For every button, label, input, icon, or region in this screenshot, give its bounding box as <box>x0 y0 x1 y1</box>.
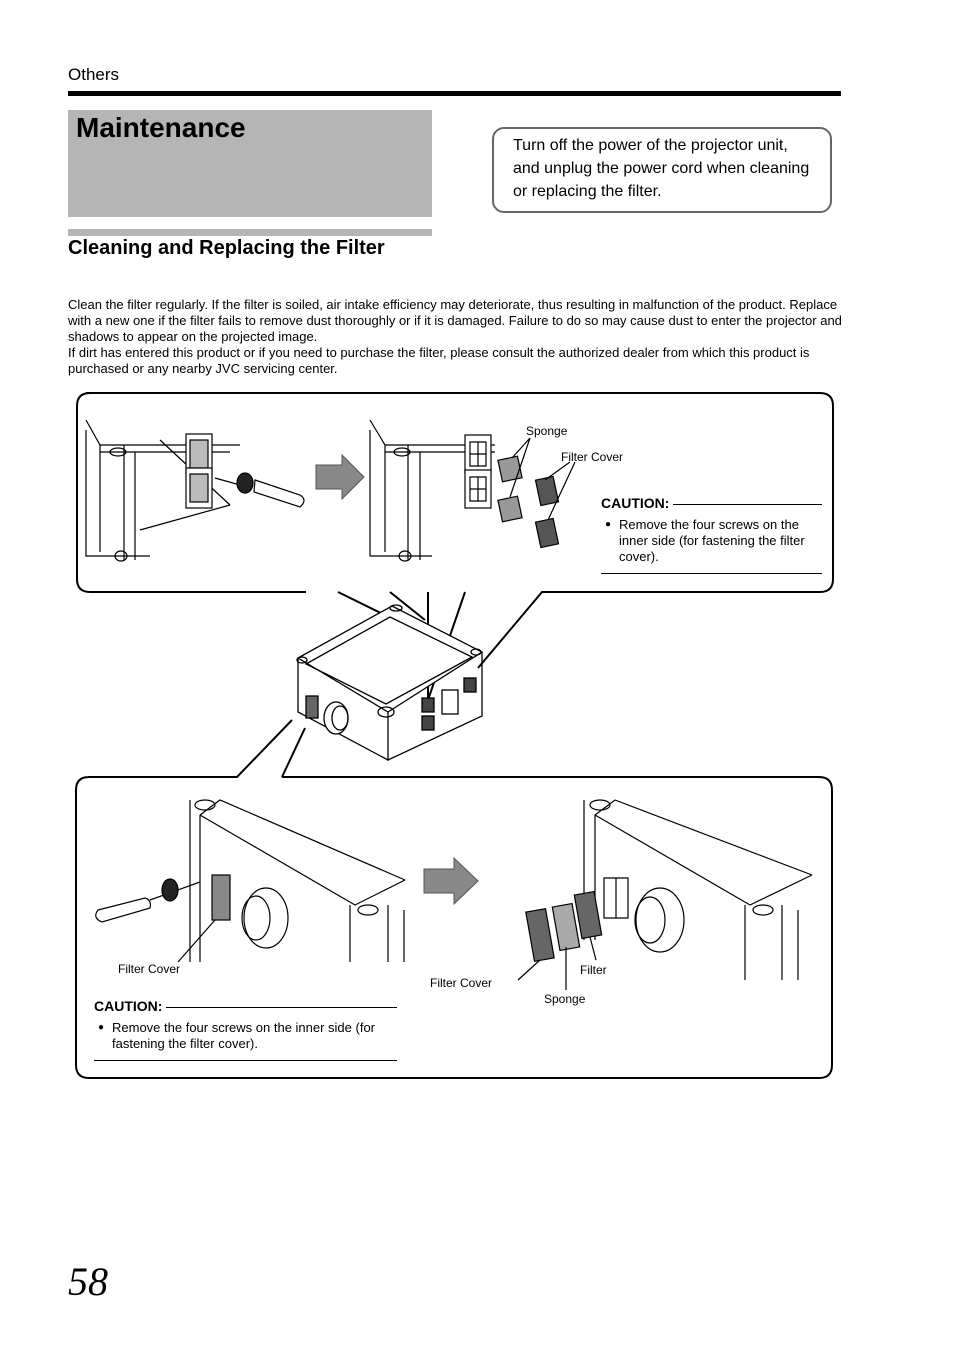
step-arrow <box>423 856 479 906</box>
label-filter-cover: Filter Cover <box>561 450 624 464</box>
subheading-bar <box>68 229 432 236</box>
label-filter: Filter <box>580 963 607 977</box>
caution-heading: CAUTION: <box>94 998 397 1014</box>
upper-middle-drawing <box>369 419 576 562</box>
intro-text: Clean the filter regularly. If the filte… <box>68 297 843 377</box>
lower-callout-frame <box>75 719 833 1079</box>
label-filter-cover: Filter Cover <box>430 976 493 990</box>
title-block: Maintenance <box>68 110 432 217</box>
label-sponge: Sponge <box>544 992 586 1006</box>
intro-paragraph: If dirt has entered this product or if y… <box>68 345 810 376</box>
power-off-notice: Turn off the power of the projector unit… <box>492 127 832 213</box>
lower-left-drawing <box>95 799 406 963</box>
caution-rule <box>601 573 822 574</box>
lower-right-drawing <box>517 799 813 990</box>
caution-upper: CAUTION: Remove the four screws on the i… <box>601 495 822 574</box>
projector-body-drawing <box>296 604 484 762</box>
step-arrow <box>315 453 365 501</box>
page-number: 58 <box>68 1259 108 1304</box>
section-label: Others <box>68 65 120 84</box>
caution-lower: CAUTION: Remove the four screws on the i… <box>94 998 397 1061</box>
label-filter-cover: Filter Cover <box>118 962 181 976</box>
subheading: Cleaning and Replacing the Filter <box>68 237 385 259</box>
header-rule <box>68 91 841 96</box>
caution-heading: CAUTION: <box>601 495 822 511</box>
page-title: Maintenance <box>76 112 246 143</box>
intro-paragraph: Clean the filter regularly. If the filte… <box>68 297 842 344</box>
caution-item: Remove the four screws on the inner side… <box>601 517 822 565</box>
caution-rule <box>94 1060 397 1061</box>
label-sponge: Sponge <box>526 424 568 438</box>
upper-left-drawing <box>85 419 305 562</box>
caution-item: Remove the four screws on the inner side… <box>94 1020 397 1052</box>
